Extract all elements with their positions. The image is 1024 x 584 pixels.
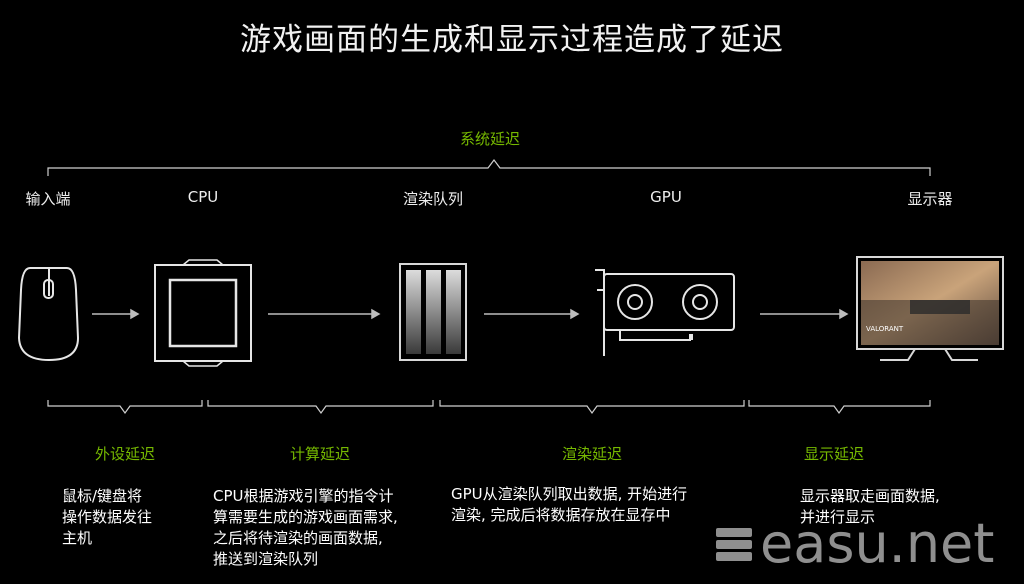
latency-label-peripheral: 外设延迟 bbox=[94, 445, 156, 463]
latency-label-display: 显示延迟 bbox=[803, 445, 865, 463]
desc-line: 推送到渲染队列 bbox=[213, 550, 319, 568]
render-queue-icon bbox=[399, 263, 467, 361]
latency-desc-compute: CPU根据游戏引擎的指令计 算需要生成的游戏画面需求, 之后将待渲染的画面数据,… bbox=[213, 486, 398, 570]
desc-line: 显示器取走画面数据, bbox=[800, 487, 940, 505]
desc-line: GPU从渲染队列取出数据, 开始进行 bbox=[451, 485, 688, 503]
desc-line: 渲染, 完成后将数据存放在显存中 bbox=[451, 506, 671, 524]
latency-desc-render: GPU从渲染队列取出数据, 开始进行 渲染, 完成后将数据存放在显存中 bbox=[451, 484, 687, 526]
mouse-icon bbox=[17, 267, 80, 362]
latency-brackets bbox=[47, 400, 931, 415]
system-latency-label: 系统延迟 bbox=[459, 130, 520, 148]
desc-line: 并进行显示 bbox=[800, 508, 876, 526]
latency-label-render: 渲染延迟 bbox=[561, 445, 623, 463]
desc-line: 鼠标/键盘将 bbox=[62, 487, 143, 505]
system-latency-bracket bbox=[47, 159, 931, 176]
desc-line: 之后将待渲染的画面数据, bbox=[213, 529, 383, 547]
watermark: easu.net bbox=[760, 512, 995, 575]
desc-line: 主机 bbox=[62, 529, 93, 547]
page-title: 游戏画面的生成和显示过程造成了延迟 bbox=[240, 22, 784, 58]
stage-label-gpu: GPU bbox=[650, 188, 682, 206]
latency-desc-peripheral: 鼠标/键盘将 操作数据发往 主机 bbox=[62, 486, 152, 549]
monitor-icon bbox=[856, 256, 1004, 361]
stage-label-cpu: CPU bbox=[187, 188, 219, 206]
desc-line: 操作数据发往 bbox=[62, 508, 153, 526]
flow-arrows bbox=[92, 308, 849, 320]
stage-label-input: 输入端 bbox=[25, 190, 71, 208]
latency-label-compute: 计算延迟 bbox=[289, 445, 351, 463]
stage-label-render-queue: 渲染队列 bbox=[402, 190, 464, 208]
monitor-screen-text: VALORANT bbox=[866, 325, 904, 333]
latency-desc-display: 显示器取走画面数据, 并进行显示 bbox=[800, 486, 940, 528]
desc-line: CPU根据游戏引擎的指令计 bbox=[213, 487, 394, 505]
stage-label-display: 显示器 bbox=[907, 190, 953, 208]
gpu-card-icon bbox=[595, 269, 735, 356]
watermark-logo-icon bbox=[716, 528, 752, 564]
desc-line: 算需要生成的游戏画面需求, bbox=[213, 508, 398, 526]
cpu-chip-icon bbox=[154, 259, 252, 367]
